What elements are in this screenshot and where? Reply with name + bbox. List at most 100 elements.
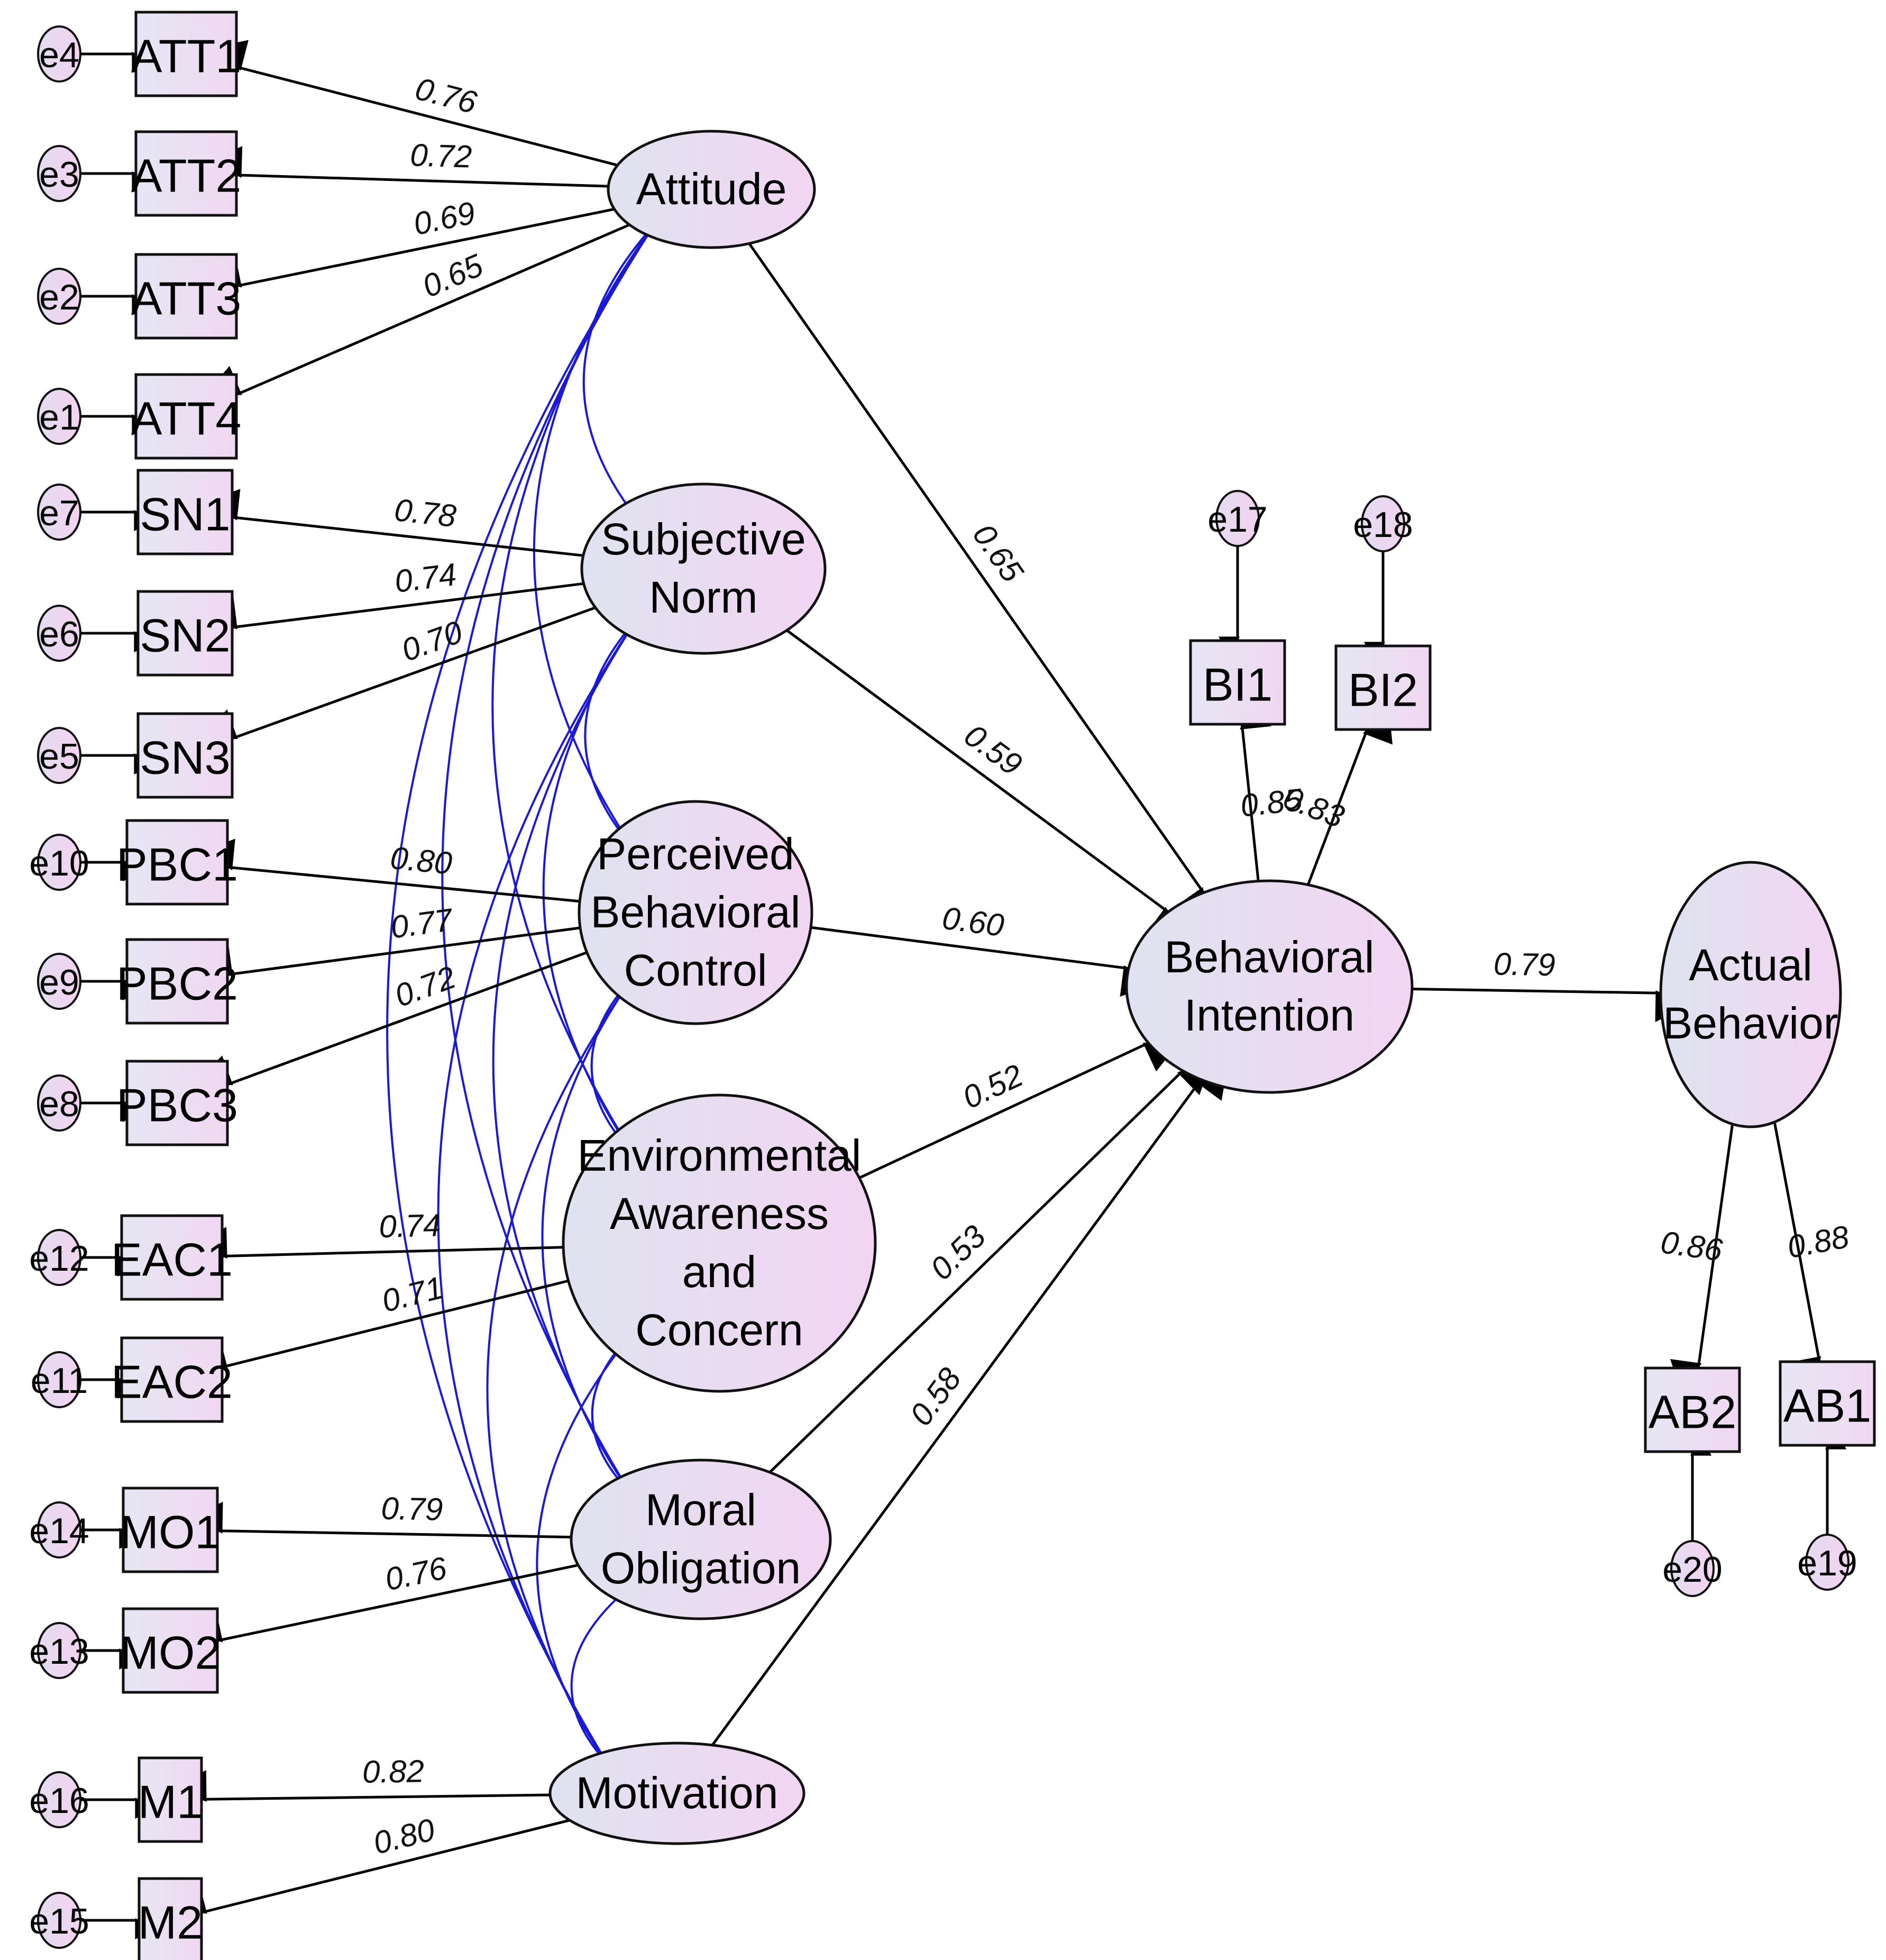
indicator-box xyxy=(134,253,238,340)
error-e4: e4 xyxy=(37,25,81,83)
error-e2: e2 xyxy=(37,268,81,325)
coefficient-layer: 0.760.720.690.650.780.740.700.800.770.72… xyxy=(362,71,1852,1861)
error-label: e15 xyxy=(29,1901,89,1941)
indicator-eac2: EAC2 xyxy=(111,1336,233,1423)
covariance-att-mo xyxy=(441,203,658,1511)
structural-path-pbc-bi xyxy=(810,926,1153,997)
loading-path-ab2 xyxy=(1670,1124,1734,1393)
error-label: e7 xyxy=(39,493,79,533)
covariance-layer xyxy=(386,203,662,1783)
error-circle xyxy=(37,484,81,541)
indicator-m2: M2 xyxy=(138,1877,203,1960)
structural-coef-eac-bi: 0.52 xyxy=(957,1058,1028,1116)
latent-ellipse xyxy=(580,482,827,655)
latent-ellipse xyxy=(1125,879,1414,1094)
node-layer: AttitudeSubjectiveNormPerceivedBehaviora… xyxy=(29,11,1876,1960)
indicator-box xyxy=(134,130,238,217)
indicator-box xyxy=(1779,1360,1876,1447)
error-label: e18 xyxy=(1353,505,1413,545)
error-label: e5 xyxy=(39,736,79,777)
path-layer xyxy=(80,40,1846,1939)
error-e11: e11 xyxy=(31,1351,88,1408)
error-circle xyxy=(37,388,81,445)
latent-label-line: Norm xyxy=(649,572,757,622)
latent-label-line: Actual xyxy=(1689,940,1812,990)
indicator-box xyxy=(138,1756,203,1843)
latent-ellipse xyxy=(570,1458,832,1620)
error-e20: e20 xyxy=(1662,1540,1723,1597)
indicator-box xyxy=(134,11,238,97)
loading-path-m1 xyxy=(175,1770,551,1802)
error-e1: e1 xyxy=(37,388,81,445)
latent-label-line: Behavioral xyxy=(591,887,801,937)
error-circle xyxy=(37,834,81,891)
loading-path-att3 xyxy=(207,207,615,288)
loading-coef-mo1: 0.79 xyxy=(381,1491,443,1527)
loading-path-bi2 xyxy=(1306,709,1393,886)
error-e19: e19 xyxy=(1797,1534,1857,1591)
structural-coef-sn-bi: 0.59 xyxy=(958,717,1029,782)
error-e3: e3 xyxy=(37,145,81,202)
loading-path-sn3 xyxy=(203,606,596,740)
covariance-eac-mot xyxy=(536,1311,639,1782)
error-e13: e13 xyxy=(29,1622,89,1679)
loading-path-sn2 xyxy=(204,582,584,630)
indicator-label: BI2 xyxy=(1348,664,1418,716)
indicator-box xyxy=(138,1877,203,1960)
error-label: e8 xyxy=(39,1084,79,1124)
indicator-bi1: BI1 xyxy=(1189,639,1286,726)
indicator-label: ATT2 xyxy=(131,150,242,202)
latent-label-line: Obligation xyxy=(601,1543,801,1593)
indicator-label: ATT1 xyxy=(131,30,242,83)
latent-label-line: and xyxy=(682,1247,756,1297)
latent-label-line: Subjective xyxy=(601,514,806,564)
error-circle xyxy=(37,953,81,1010)
loading-coef-att2: 0.72 xyxy=(409,137,472,174)
indicator-box xyxy=(136,590,234,677)
structural-path-bi-ab xyxy=(1412,987,1688,1023)
indicator-pbc3: PBC3 xyxy=(116,1060,238,1146)
error-label: e9 xyxy=(39,962,79,1002)
error-label: e2 xyxy=(39,277,79,317)
error-label: e3 xyxy=(39,154,79,195)
error-label: e11 xyxy=(31,1361,88,1401)
loading-path-sn1 xyxy=(207,489,584,557)
indicator-pbc1: PBC1 xyxy=(116,819,238,906)
latent-label-line: Concern xyxy=(635,1305,803,1355)
error-label: e10 xyxy=(29,843,89,883)
latent-ellipse xyxy=(548,1742,805,1845)
indicator-ab1: AB1 xyxy=(1779,1360,1876,1447)
error-circle xyxy=(37,268,81,325)
error-circle xyxy=(37,1892,81,1949)
error-circle xyxy=(37,1229,81,1286)
indicator-box xyxy=(120,1214,224,1301)
indicator-box xyxy=(122,1607,219,1694)
indicator-sn1: SN1 xyxy=(136,469,234,555)
error-circle xyxy=(37,1501,81,1558)
indicator-m1: M1 xyxy=(138,1756,203,1843)
loading-coef-pbc1: 0.80 xyxy=(389,840,454,881)
error-circle xyxy=(37,25,81,83)
indicator-att2: ATT2 xyxy=(131,130,242,217)
indicator-label: M1 xyxy=(138,1776,203,1828)
loading-path-pbc1 xyxy=(202,838,580,903)
loading-coef-eac1: 0.74 xyxy=(379,1207,441,1244)
error-circle xyxy=(37,1771,81,1828)
error-circle xyxy=(1670,1540,1715,1597)
loading-path-pbc2 xyxy=(199,926,581,977)
indicator-box xyxy=(122,1487,219,1573)
loading-coef-eac2: 0.71 xyxy=(378,1270,447,1319)
latent-label-line: Behavior xyxy=(1663,998,1838,1048)
covariance-att-mot xyxy=(386,203,658,1783)
indicator-box xyxy=(120,1336,224,1423)
error-label: e16 xyxy=(29,1781,89,1821)
latent-label-line: Behavioral xyxy=(1165,932,1375,982)
error-e10: e10 xyxy=(29,834,89,891)
error-label: e14 xyxy=(29,1511,89,1551)
loading-coef-ab2: 0.86 xyxy=(1659,1224,1725,1268)
structural-path-sn-bi xyxy=(786,629,1182,938)
loading-path-att2 xyxy=(210,146,609,188)
error-label: e6 xyxy=(39,614,79,654)
